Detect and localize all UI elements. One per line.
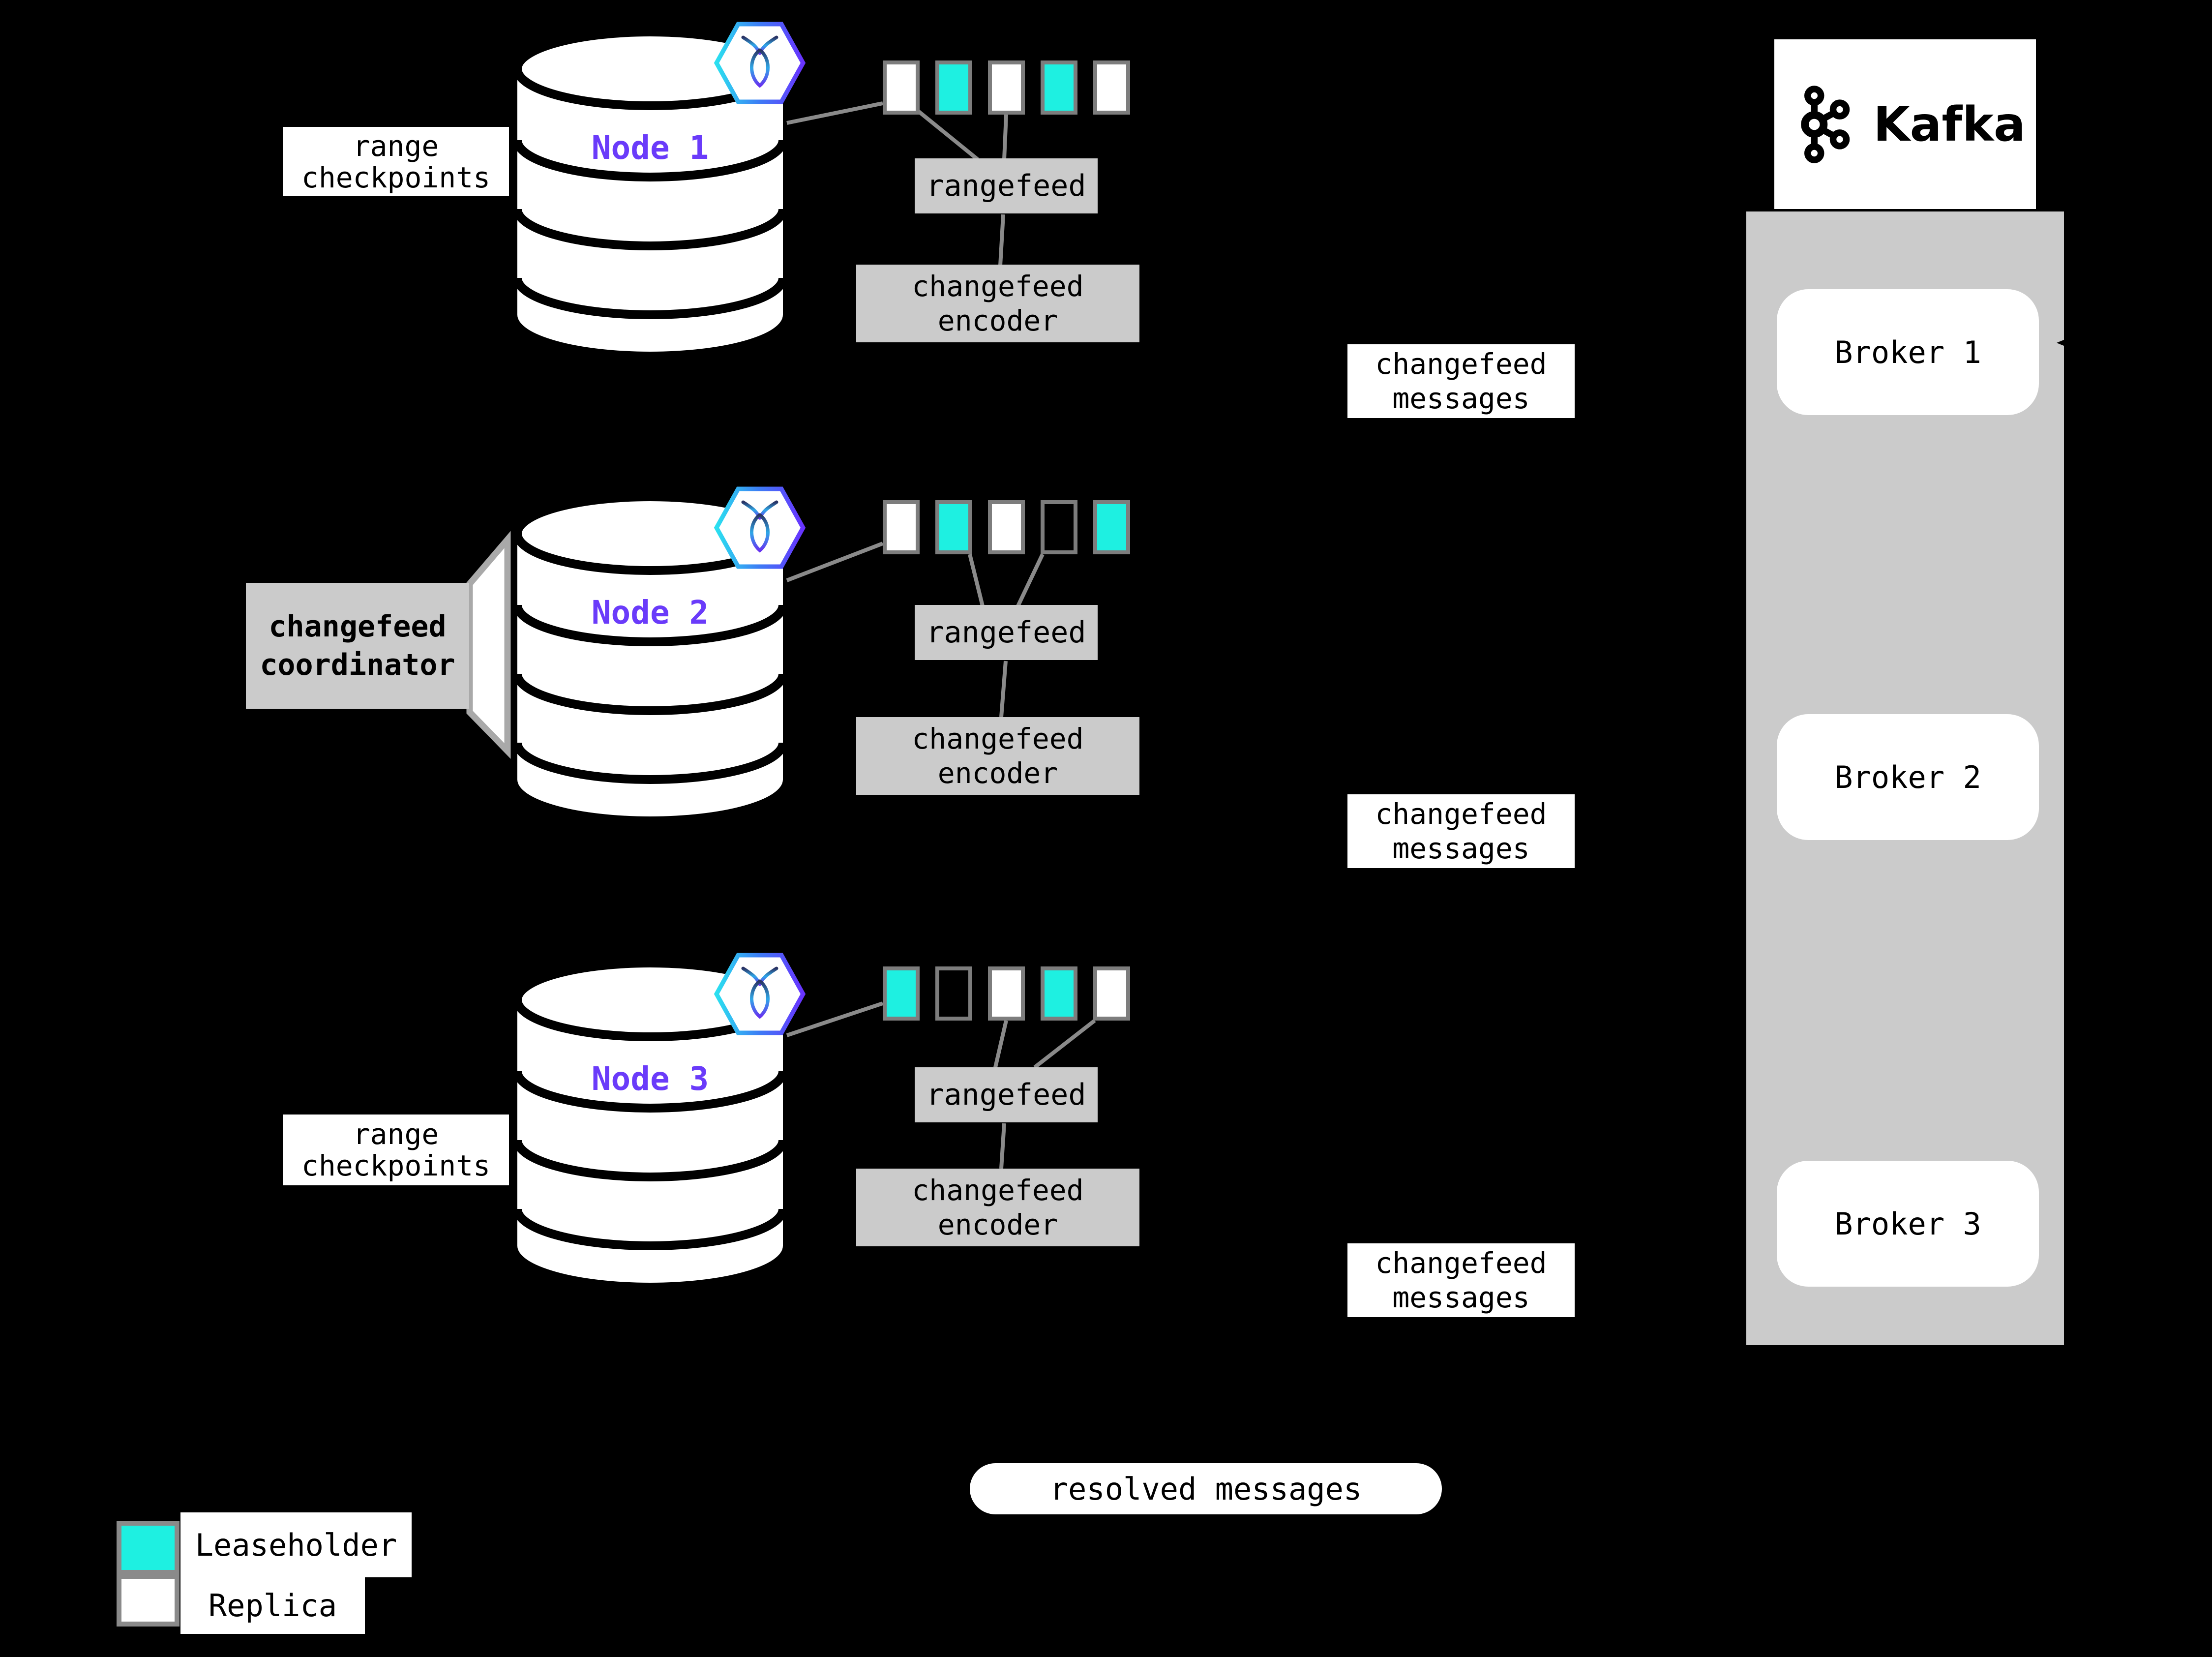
node-3-changefeed-encoder-box: changefeed encoder xyxy=(856,1169,1139,1246)
node-2-label: Node 2 xyxy=(591,594,709,632)
legend-leaseholder-label: Leaseholder xyxy=(180,1512,412,1577)
range-empty xyxy=(1041,500,1077,554)
node-3-changefeed-messages-label: changefeed messages xyxy=(1347,1243,1575,1317)
kafka-label: Kafka xyxy=(1873,96,2026,152)
encoder-text: changefeed encoder xyxy=(912,270,1084,337)
node-3-range-checkpoints-label: range checkpoints xyxy=(283,1115,509,1185)
node-3-ranges-row xyxy=(883,966,1130,1021)
range-replica xyxy=(988,966,1025,1021)
node-2-ranges-row xyxy=(883,500,1130,554)
node-1-rangefeed-box: rangefeed xyxy=(915,158,1098,213)
messages-text: changefeed messages xyxy=(1375,797,1547,865)
node-3-rangefeed-box: rangefeed xyxy=(915,1067,1098,1122)
legend-replica-swatch xyxy=(117,1574,179,1627)
node-2-changefeed-coordinator-box: changefeed coordinator xyxy=(246,583,469,709)
resolved-messages-pill: resolved messages xyxy=(970,1463,1442,1514)
range-replica xyxy=(883,60,920,115)
broker-2-box: Broker 2 xyxy=(1777,714,2039,840)
legend-leaseholder-swatch xyxy=(117,1521,179,1575)
range-leaseholder xyxy=(1041,966,1077,1021)
messages-text: changefeed messages xyxy=(1375,347,1547,415)
kafka-logo-icon xyxy=(1801,85,1850,163)
range-leaseholder xyxy=(883,966,920,1021)
messages-text: changefeed messages xyxy=(1375,1246,1547,1314)
node-1-label: Node 1 xyxy=(591,129,709,167)
broker-3-box: Broker 3 xyxy=(1777,1161,2039,1287)
range-empty xyxy=(935,966,972,1021)
legend-replica-label: Replica xyxy=(180,1577,365,1634)
range-replica xyxy=(988,60,1025,115)
node-2-connector-lines xyxy=(786,542,1045,718)
range-replica xyxy=(883,500,920,554)
range-replica xyxy=(1093,60,1130,115)
encoder-text: changefeed encoder xyxy=(912,722,1084,790)
range-replica xyxy=(1093,966,1130,1021)
coordinator-flag-shape xyxy=(466,531,511,759)
node-1-ranges-row xyxy=(883,60,1130,115)
range-leaseholder xyxy=(935,60,972,115)
range-checkpoints-text: range checkpoints xyxy=(301,129,491,194)
coordinator-text: changefeed coordinator xyxy=(260,609,455,682)
encoder-text: changefeed encoder xyxy=(912,1174,1084,1241)
range-leaseholder xyxy=(1093,500,1130,554)
node-2-rangefeed-box: rangefeed xyxy=(915,605,1098,660)
range-checkpoints-text: range checkpoints xyxy=(301,1117,491,1182)
node-2-changefeed-messages-label: changefeed messages xyxy=(1347,794,1575,868)
broker-1-box: Broker 1 xyxy=(1777,289,2039,415)
range-leaseholder xyxy=(935,500,972,554)
broker-1-arrowhead-icon xyxy=(2057,334,2078,352)
node-3-label: Node 3 xyxy=(591,1060,709,1098)
node-1-connector-lines xyxy=(786,101,1008,266)
node-3-connector-lines xyxy=(786,1001,1096,1169)
range-leaseholder xyxy=(1041,60,1077,115)
node-1-range-checkpoints-label: range checkpoints xyxy=(283,127,509,196)
range-replica xyxy=(988,500,1025,554)
node-2-changefeed-encoder-box: changefeed encoder xyxy=(856,717,1139,795)
node-1-changefeed-encoder-box: changefeed encoder xyxy=(856,265,1139,342)
node-1-changefeed-messages-label: changefeed messages xyxy=(1347,344,1575,418)
kafka-logo-box: Kafka xyxy=(1774,39,2036,209)
